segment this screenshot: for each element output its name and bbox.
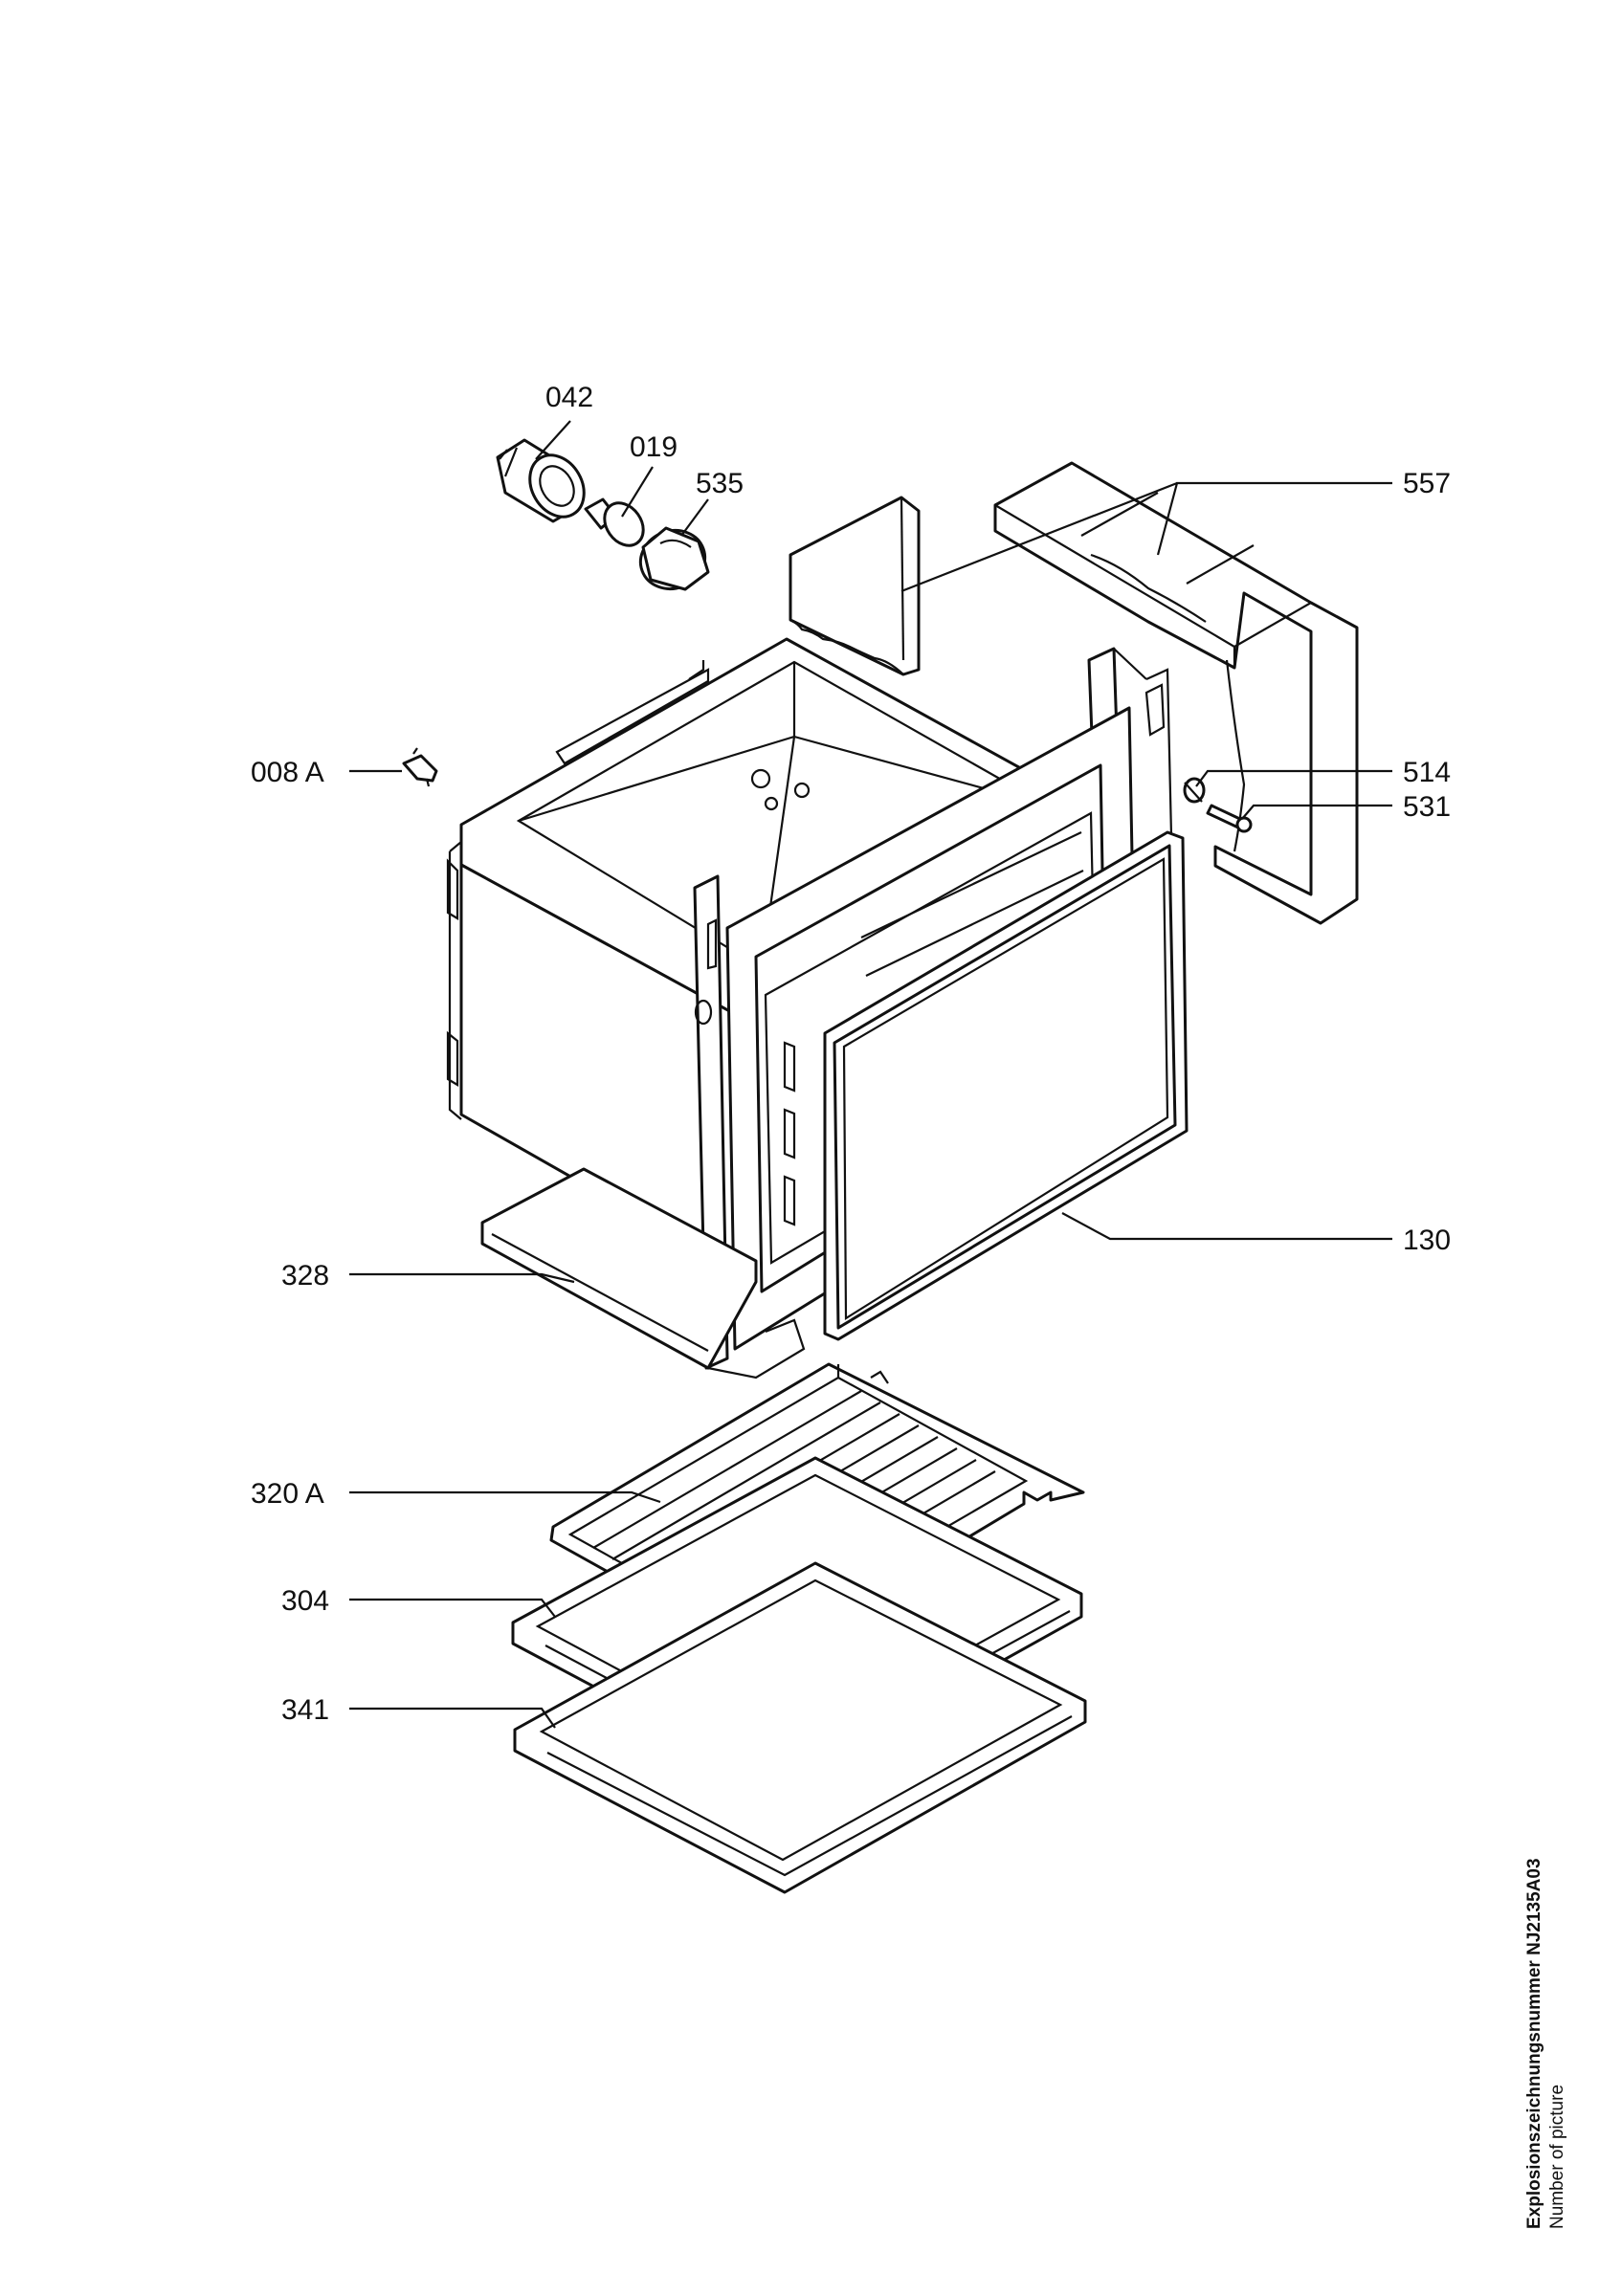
label-042: 042 xyxy=(545,382,593,413)
lamp-cover-535 xyxy=(638,526,710,591)
label-328: 328 xyxy=(281,1260,329,1292)
label-130: 130 xyxy=(1403,1225,1451,1256)
label-514: 514 xyxy=(1403,757,1451,788)
lamp-bulb-019 xyxy=(584,497,645,547)
label-535: 535 xyxy=(696,468,744,499)
label-019: 019 xyxy=(630,431,678,463)
picture-number: Explosionszeichnungsnummer NJ2135A03 xyxy=(1524,1858,1544,2229)
picture-number-note: Explosionszeichnungsnummer NJ2135A03 Num… xyxy=(1523,1655,1610,2229)
label-341: 341 xyxy=(281,1694,329,1726)
screw-531 xyxy=(1206,804,1253,833)
lamp-holder-042 xyxy=(496,438,586,523)
label-531: 531 xyxy=(1403,791,1451,823)
label-320a: 320 A xyxy=(251,1478,324,1510)
door-seal-130 xyxy=(823,830,1189,1341)
label-557: 557 xyxy=(1403,468,1451,499)
screw-514 xyxy=(1183,777,1206,804)
part-008a xyxy=(402,747,438,787)
baking-tray-341 xyxy=(513,1561,1087,1894)
label-304: 304 xyxy=(281,1585,329,1617)
part-labels: 042 019 535 557 008 A 514 531 130 328 32… xyxy=(251,382,1451,1726)
leader-lines xyxy=(349,420,1392,1729)
insulation-panel-557-left xyxy=(789,496,921,676)
picture-number-caption: Number of picture xyxy=(1547,2084,1567,2229)
label-008a: 008 A xyxy=(251,757,324,788)
